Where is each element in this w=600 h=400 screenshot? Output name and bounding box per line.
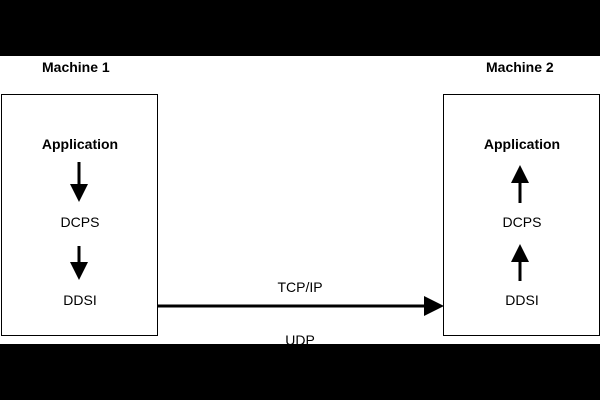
machine-2-application-label: Application [483, 136, 561, 152]
machine-1-ddsi-label: DDSI [63, 292, 97, 308]
machine-2-title: Machine 2 [486, 59, 554, 75]
machine-2-up-arrow-1 [511, 165, 529, 203]
machine-1-down-arrow-2 [70, 246, 88, 280]
machine-1-down-arrow-1 [70, 162, 88, 202]
machine-1-dcps-label: DCPS [60, 214, 100, 230]
diagram-canvas: Machine 1 Machine 2 Application DCPS DDS… [0, 56, 600, 344]
machine-1-title: Machine 1 [42, 59, 110, 75]
machine-2-ddsi-label: DDSI [505, 292, 539, 308]
machine-1-box: Application DCPS DDSI [1, 94, 158, 336]
machine-2-dcps-label: DCPS [502, 214, 542, 230]
machine-1-application-label: Application [41, 136, 119, 152]
tcp-ip-label: TCP/IP [277, 279, 323, 295]
arrows-layer [70, 162, 529, 316]
udp-label: UDP [285, 332, 315, 344]
machine-2-box: Application DCPS DDSI [443, 94, 600, 336]
machine-2-up-arrow-2 [511, 244, 529, 281]
network-link-arrow [158, 296, 444, 316]
